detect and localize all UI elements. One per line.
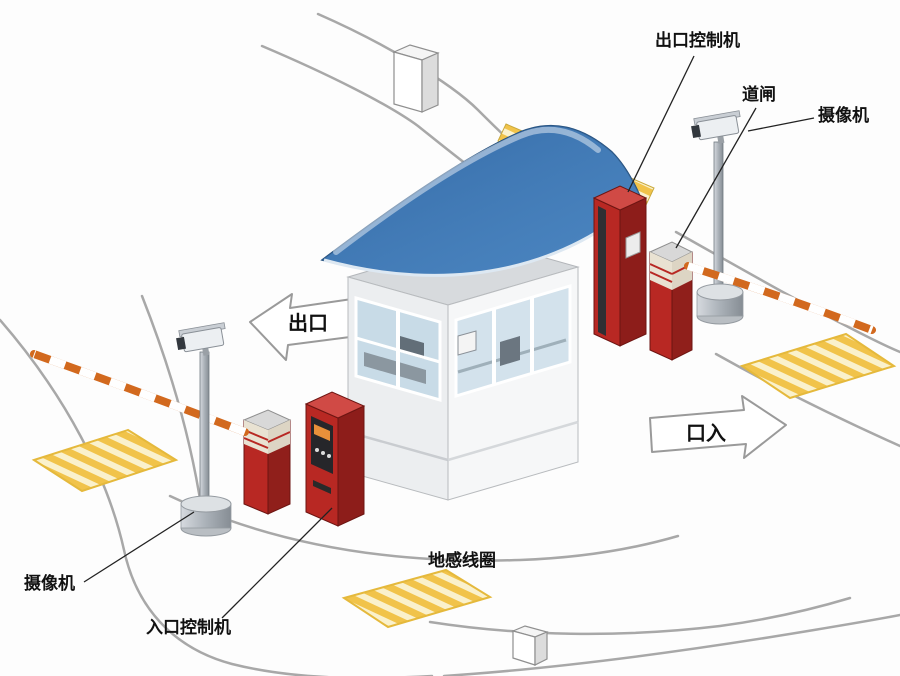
road-edge-island-bottom [168,494,680,562]
entry-barrier-gate [30,350,292,515]
labels: 出口控制机 道闸 摄像机 摄像机 入口控制机 地感线圈 [24,30,869,637]
exit-barrier-arm-stripes [686,262,874,334]
exit-machine-sign [625,231,641,259]
post-front-face [393,51,423,113]
ground-loop-left [31,428,179,493]
camera-base-top [696,283,744,301]
canopy-highlight [333,126,601,255]
road-edge-left-outer [0,318,434,676]
entry-machine-display [314,424,330,441]
label-entry-controller: 入口控制机 [146,617,231,637]
left-wall-groove [347,430,449,462]
leader-barrier-gate [675,107,757,249]
canopy-shading [322,125,640,276]
entry-machine-ticket-slot [313,480,331,494]
barrier-band-stripe [243,437,269,449]
ground-loop-right [739,332,897,400]
entry-controller-machine [304,391,366,527]
label-camera-right: 摄像机 [818,105,869,125]
leader-entry-controller [221,507,333,619]
camera-lens [691,124,702,139]
leader-camera-right [747,117,815,132]
label-camera-left: 摄像机 [24,573,75,593]
entry-arrow-text: 口入 [686,422,726,445]
leader-lines [83,55,815,619]
entry-arrow-shape [649,395,787,459]
leader-camera-left [83,511,195,583]
label-barrier-gate: 道闸 [742,84,776,104]
post-side-face [534,631,548,666]
roadside-post-bottom [511,625,549,666]
exit-machine-dark-stripe [598,206,606,336]
camera-right [691,110,744,325]
booth-interior-equipment [364,352,426,384]
entry-machine-right-face [337,405,365,527]
ground-loops [31,332,897,629]
road-edge-bottom-mid [428,596,852,636]
left-window-rail [355,336,441,364]
camera-base-top [180,495,232,513]
camera-left [176,322,232,537]
booth-operator-chair [500,336,520,366]
exit-barrier-gate [648,241,876,361]
right-wall-groove [447,420,579,462]
camera-lens [176,336,187,351]
entry-machine-top-face [304,391,366,419]
entry-machine-button [315,448,319,452]
entry-machine-button [327,454,331,458]
post-side-face [421,52,439,113]
entry-machine-button [321,451,325,455]
road-edge-bottom-outer [442,613,900,676]
label-exit-controller: 出口控制机 [655,30,740,50]
exit-machine-left-face [593,197,621,347]
road-edge-right-outer [714,352,900,448]
roadside-post-top [392,44,440,113]
barrier-band-stripe [649,263,673,275]
camera-pole [199,351,210,505]
road-edge-top-inner [260,44,484,178]
guard-booth [346,238,580,501]
exit-controller-machine [592,185,648,347]
booth-monitor [457,330,477,356]
entry-barrier-arm-stripes [32,350,247,436]
canopy [320,123,655,277]
barrier-cabinet-band-right [672,252,692,290]
label-ground-loop: 地感线圈 [428,550,496,570]
exit-arrow-text: 出口 [288,312,328,335]
barrier-band-stripe [267,431,291,443]
exit-machine-right-face [619,197,647,347]
barrier-band-stripe [649,271,673,283]
entry-road-arrow: 口入 [649,395,787,459]
ground-loop-bottom [341,568,493,629]
leader-exit-controller [627,55,695,193]
exit-machine-top-face [592,185,648,211]
